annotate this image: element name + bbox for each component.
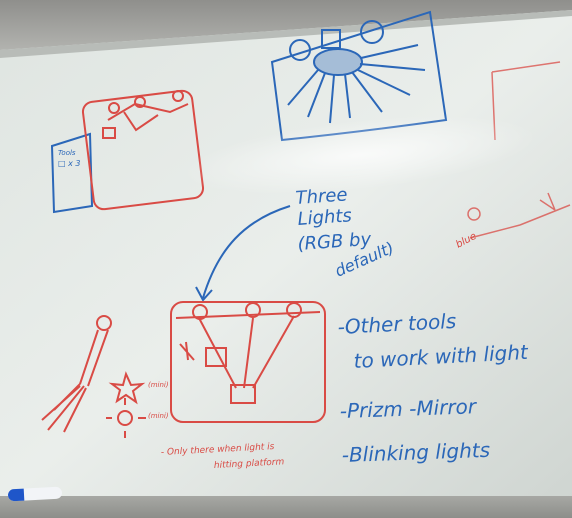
whiteboard-tray bbox=[0, 496, 572, 518]
lights-label-3: (RGB by bbox=[297, 229, 372, 255]
red-mini-note-2: (mini) bbox=[148, 412, 169, 420]
marker-cap bbox=[7, 488, 25, 502]
lights-label-2: Lights bbox=[297, 205, 353, 230]
red-footer-line-2: hitting platform bbox=[214, 457, 285, 471]
pointer-arrow bbox=[202, 205, 291, 299]
note-line-4: -Blinking lights bbox=[341, 438, 490, 467]
red-mini-note-1: (mini) bbox=[148, 381, 169, 389]
note-line-3: -Prizm -Mirror bbox=[339, 394, 478, 423]
flashlight-sketch bbox=[41, 315, 146, 438]
main-stage-sketch bbox=[170, 301, 326, 423]
board-panel bbox=[0, 10, 572, 500]
tools-card-sketch: Tools □ x 3 bbox=[50, 132, 94, 214]
card-line-1: Tools bbox=[58, 149, 76, 157]
card-line-2: □ x 3 bbox=[58, 159, 80, 168]
